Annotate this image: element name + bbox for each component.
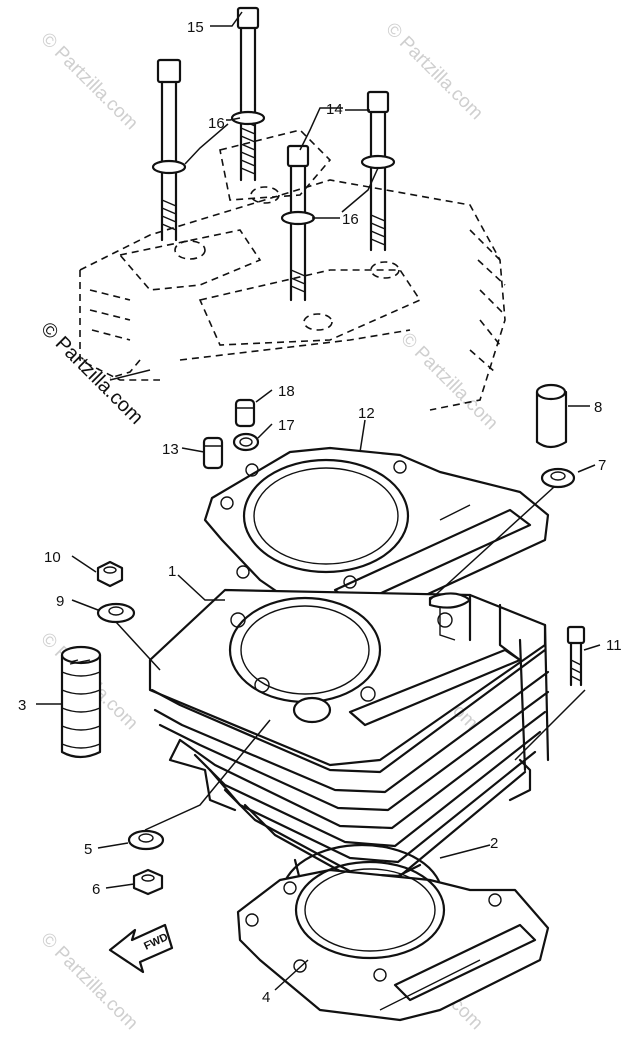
dowel-pin-18 bbox=[234, 398, 256, 428]
callout-16b: 16 bbox=[342, 211, 359, 228]
callout-15: 15 bbox=[187, 19, 204, 36]
base-gasket bbox=[236, 860, 550, 1022]
callout-2: 2 bbox=[490, 835, 498, 852]
watermark: © Partzilla.com bbox=[396, 329, 501, 434]
washer-5 bbox=[127, 829, 165, 851]
callout-14: 14 bbox=[326, 101, 343, 118]
watermark: © Partzilla.com bbox=[381, 19, 486, 124]
callout-9: 9 bbox=[56, 593, 64, 610]
callout-17: 17 bbox=[278, 417, 295, 434]
callout-6: 6 bbox=[92, 881, 100, 898]
callout-8: 8 bbox=[594, 399, 602, 416]
washer-9 bbox=[96, 602, 136, 624]
stud-3 bbox=[60, 645, 102, 759]
callout-4: 4 bbox=[262, 989, 270, 1006]
callout-10: 10 bbox=[44, 549, 61, 566]
oring-17 bbox=[232, 432, 260, 452]
callout-7: 7 bbox=[598, 457, 606, 474]
callout-16a: 16 bbox=[208, 115, 225, 132]
callout-13: 13 bbox=[162, 441, 179, 458]
watermark-side: © Partzilla.com bbox=[36, 318, 147, 429]
callout-5: 5 bbox=[84, 841, 92, 858]
nut-10 bbox=[96, 560, 124, 588]
fwd-arrow-icon: FWD bbox=[108, 923, 174, 974]
cylinder-block bbox=[148, 588, 550, 888]
watermark: © Partzilla.com bbox=[36, 29, 141, 134]
callout-18: 18 bbox=[278, 383, 295, 400]
callout-1: 1 bbox=[168, 563, 176, 580]
head-bolt-right bbox=[360, 90, 396, 252]
nut-6 bbox=[132, 868, 164, 896]
head-gasket bbox=[203, 446, 550, 630]
cylinder-head-phantom bbox=[79, 129, 506, 411]
dowel-pin-13 bbox=[202, 436, 224, 470]
washer-7 bbox=[540, 467, 576, 489]
callout-labels: 15 16 14 16 18 17 13 12 8 7 10 9 1 3 11 … bbox=[18, 19, 622, 1006]
callout-12: 12 bbox=[358, 405, 375, 422]
callout-11: 11 bbox=[606, 637, 622, 654]
callout-3: 3 bbox=[18, 697, 26, 714]
dowel-sleeve-8 bbox=[535, 383, 568, 449]
leader-lines bbox=[36, 11, 601, 991]
head-bolt-long bbox=[230, 6, 266, 182]
bolt-11 bbox=[566, 625, 586, 687]
head-bolt-left bbox=[151, 58, 187, 242]
